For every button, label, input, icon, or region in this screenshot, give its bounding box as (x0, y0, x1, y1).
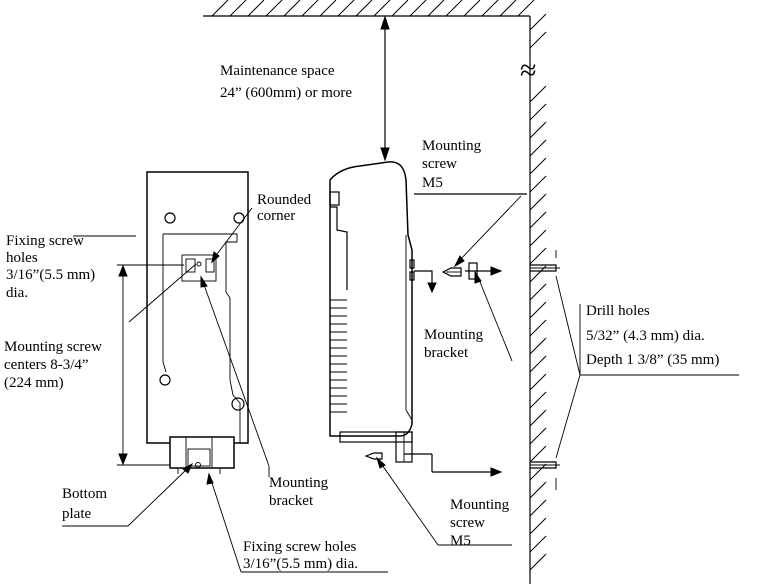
hatch-line (529, 391, 547, 409)
mounting-bracket-right-label-1: Mounting (424, 327, 484, 343)
hatch-line (319, 0, 337, 17)
hatch-line (247, 0, 265, 17)
mounting-bracket-right-label-2: bracket (424, 345, 469, 361)
hatch-line (529, 211, 547, 229)
mounting-screw-bottom-label-1: Mounting (450, 497, 510, 513)
top-screw-detail (414, 193, 527, 294)
hatch-line (445, 0, 463, 17)
fixing-holes-label-3: 3/16”(5.5 mm) (6, 267, 95, 283)
mounting-screw-bottom-label-2: screw (450, 515, 485, 531)
hatch-line (529, 13, 547, 31)
wall-break-symbol: ≈ (520, 54, 536, 87)
maintenance-space-label-1: Maintenance space (220, 63, 335, 79)
hatch-line (529, 139, 547, 157)
hatch-line (427, 0, 445, 17)
hatch-line (529, 499, 547, 517)
hatch-line (355, 0, 373, 17)
hatch-line (529, 85, 547, 103)
hatch-line (301, 0, 319, 17)
hatch-line (283, 0, 301, 17)
bottom-screw-detail (364, 452, 503, 477)
fixing-holes-bottom-label-2: 3/16”(5.5 mm) dia. (243, 556, 358, 572)
fixing-holes-bottom-label-1: Fixing screw holes (243, 539, 356, 555)
mounting-screw-top-label-3: M5 (422, 175, 443, 191)
hatch-line (265, 0, 283, 17)
hatch-line (529, 337, 547, 355)
bottom-plate-label-1: Bottom (62, 486, 107, 502)
hatch-line (529, 175, 547, 193)
hatch-line (529, 229, 547, 247)
hatch-line (529, 427, 547, 445)
hatch-line (481, 0, 499, 17)
mounting-screw-top-label-1: Mounting (422, 138, 482, 154)
mounting-bracket-bottom-label-1: Mounting (269, 475, 329, 491)
bottom-plate-label-2: plate (62, 506, 91, 522)
fixing-holes-label-2: holes (6, 250, 38, 266)
hatch-line (391, 0, 409, 17)
hatch-line (529, 193, 547, 211)
hatch-line (229, 0, 247, 17)
hatch-line (517, 0, 535, 17)
screw-centers-dimension (117, 264, 184, 466)
hatch-line (529, 535, 547, 553)
mounting-screw-top-label-2: screw (422, 156, 457, 172)
ceiling (203, 0, 535, 17)
hatch-line (529, 409, 547, 427)
hatch-line (529, 121, 547, 139)
fixing-holes-label-1: Fixing screw (6, 233, 84, 249)
drill-holes-label-1: Drill holes (586, 303, 650, 319)
labels: Maintenance space 24” (600mm) or more Mo… (4, 63, 719, 572)
mounting-screw-bottom-label-3: M5 (450, 533, 471, 549)
hatch-line (409, 0, 427, 17)
hatch-line (529, 283, 547, 301)
hatch-line (337, 0, 355, 17)
hatch-line (529, 301, 547, 319)
hatch-line (529, 319, 547, 337)
hatch-line (529, 517, 547, 535)
leader-lines (62, 207, 739, 573)
drill-holes-label-3: Depth 1 3/8” (35 mm) (586, 352, 719, 368)
maintenance-space-arrow (380, 15, 390, 162)
hatch-line (529, 481, 547, 499)
rounded-corner-label-1: Rounded (257, 192, 312, 208)
wall: ≈ (520, 13, 547, 584)
screw-centers-label-2: centers 8-3/4” (4, 357, 89, 373)
drill-holes (530, 250, 560, 490)
unit-front-view (146, 171, 249, 444)
hatch-line (529, 553, 547, 571)
hatch-line (529, 247, 547, 265)
hatch-line (373, 0, 391, 17)
bottom-plate (169, 436, 235, 474)
screw-centers-label-1: Mounting screw (4, 339, 102, 355)
hatch-line (529, 463, 547, 481)
hatch-line (529, 103, 547, 121)
maintenance-space-label-2: 24” (600mm) or more (220, 85, 352, 101)
mounting-bracket-bottom-label-2: bracket (269, 493, 314, 509)
hatch-line (529, 373, 547, 391)
hatch-line (529, 157, 547, 175)
hatch-line (499, 0, 517, 17)
hatch-line (463, 0, 481, 17)
unit-side-view (329, 161, 415, 463)
hatch-line (211, 0, 229, 17)
hatch-line (529, 265, 547, 283)
hatch-line (529, 31, 547, 49)
hatch-line (529, 445, 547, 463)
hatch-line (529, 355, 547, 373)
screw-centers-label-3: (224 mm) (4, 375, 64, 391)
drill-holes-label-2: 5/32” (4.3 mm) dia. (586, 328, 705, 344)
fixing-holes-label-4: dia. (6, 285, 28, 301)
rounded-corner-label-2: corner (257, 208, 295, 224)
